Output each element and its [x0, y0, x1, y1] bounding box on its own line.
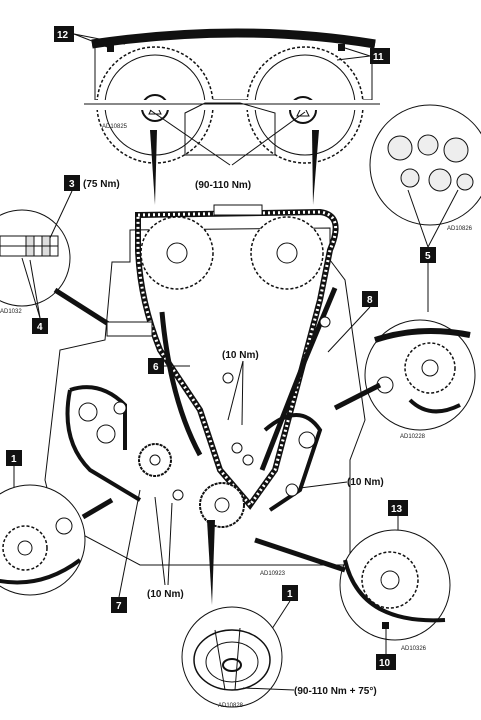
badge-12: 12	[54, 26, 74, 42]
svg-text:6: 6	[153, 362, 159, 373]
badge-13: 13	[388, 500, 408, 516]
crank-detail-left	[0, 484, 86, 596]
badge-4: 4	[32, 318, 48, 334]
crank-pulley-detail: AD10828	[181, 606, 283, 709]
svg-text:11: 11	[373, 52, 384, 63]
badge-8: 8	[362, 291, 378, 307]
ref-ad10228: AD10228	[400, 434, 426, 440]
torque-3: (75 Nm)	[83, 179, 120, 190]
main-left-cam	[140, 216, 214, 290]
badge-1-left: 1	[6, 450, 22, 466]
engine-main: AD10923	[44, 204, 366, 577]
ref-ad10326: AD10326	[401, 646, 427, 652]
badge-1-bottom: 1	[282, 585, 298, 601]
top-cam-detail: AD10825	[84, 28, 380, 166]
torque-low: (10 Nm)	[147, 589, 184, 600]
crank-detail-right: AD10326	[339, 529, 451, 652]
crank-sprocket	[199, 482, 245, 528]
sensor-detail: AD1032	[0, 209, 71, 315]
torque-crank: (90-110 Nm + 75°)	[294, 686, 377, 697]
svg-text:7: 7	[116, 601, 122, 612]
oil-pump-gear	[138, 443, 172, 477]
ref-ad10826: AD10826	[447, 226, 473, 232]
torque-mid: (10 Nm)	[222, 350, 259, 361]
svg-text:3: 3	[69, 179, 75, 190]
svg-text:5: 5	[425, 251, 431, 262]
main-right-cam	[250, 216, 324, 290]
ref-ad10825: AD10825	[102, 124, 128, 130]
badge-10: 10	[376, 654, 396, 670]
svg-text:13: 13	[391, 504, 403, 515]
svg-text:4: 4	[37, 322, 43, 333]
badge-3: 3	[64, 175, 80, 191]
ref-ad10828: AD10828	[218, 703, 244, 709]
ref-ad1032: AD1032	[0, 309, 22, 315]
badge-11: 11	[370, 48, 390, 64]
tensioner-detail: AD10228	[364, 319, 476, 440]
torque-right: (10 Nm)	[347, 477, 384, 488]
svg-text:10: 10	[379, 658, 391, 669]
torque-cam: (90-110 Nm)	[195, 180, 251, 191]
svg-text:8: 8	[367, 295, 373, 306]
svg-text:1: 1	[287, 589, 293, 600]
valve-detail: AD10826	[369, 104, 481, 232]
badge-6: 6	[148, 358, 164, 374]
svg-text:12: 12	[57, 30, 69, 41]
svg-text:1: 1	[11, 454, 17, 465]
ref-ad10923: AD10923	[260, 571, 286, 577]
badge-5: 5	[420, 247, 436, 263]
badge-7: 7	[111, 597, 127, 613]
